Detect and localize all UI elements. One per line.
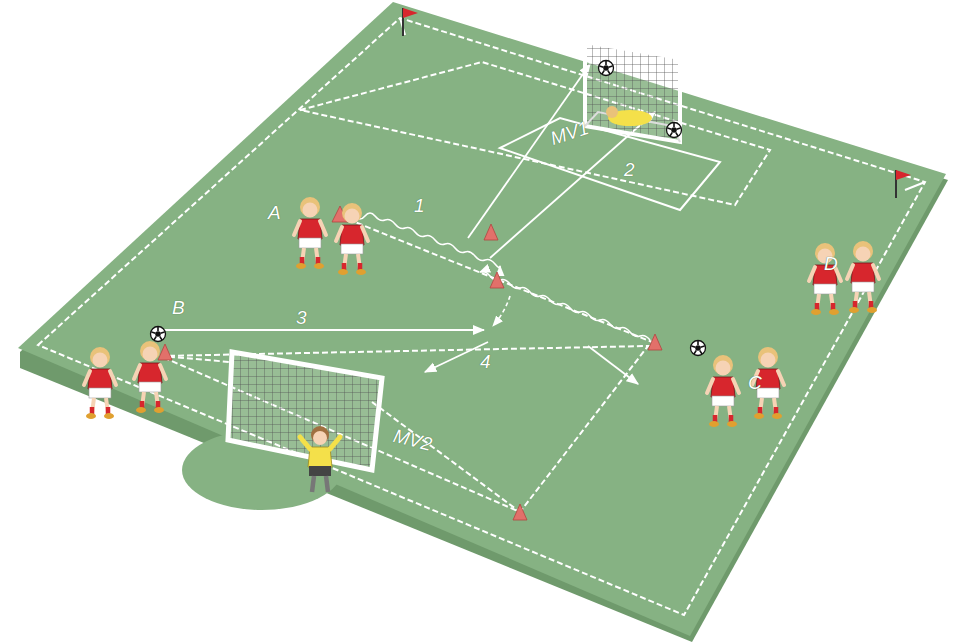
player: [707, 355, 739, 427]
touch-line: [38, 18, 925, 615]
pitch-surface: [18, 2, 946, 636]
corner-flag: [403, 8, 418, 18]
run-arrow: [493, 296, 510, 326]
ball: [599, 61, 614, 76]
ball: [691, 341, 706, 356]
dribble-path: [480, 272, 650, 341]
goal-mv1: [585, 42, 680, 142]
player-group-label: C: [748, 373, 762, 392]
player: [809, 243, 841, 315]
player-group-label: B: [172, 298, 185, 317]
drill-zone: [160, 346, 648, 512]
shot-arrow: [468, 64, 590, 238]
callout-number: 2: [624, 160, 635, 179]
player: [336, 203, 368, 275]
corner-flag: [896, 170, 911, 180]
corner-mark: [400, 18, 925, 190]
cone-line: [340, 216, 652, 342]
goal-mv2: [228, 352, 382, 470]
move-arrow: [588, 346, 638, 384]
player: [84, 347, 116, 419]
callout-number: 3: [296, 308, 307, 327]
player-group-label: A: [268, 203, 281, 222]
penalty-area: [300, 62, 770, 205]
callout-number: 4: [480, 352, 491, 371]
player: [847, 241, 879, 313]
keeper-mv2: [300, 426, 340, 492]
player: [134, 341, 166, 413]
pass-arrow: [162, 329, 484, 331]
cones: [158, 206, 662, 520]
keeper-head: [606, 106, 618, 118]
ball: [667, 123, 682, 138]
move-arrow: [425, 342, 488, 372]
player-group-label: D: [824, 254, 838, 273]
player: [294, 197, 326, 269]
ball: [151, 327, 166, 342]
callout-number: 1: [414, 196, 425, 215]
